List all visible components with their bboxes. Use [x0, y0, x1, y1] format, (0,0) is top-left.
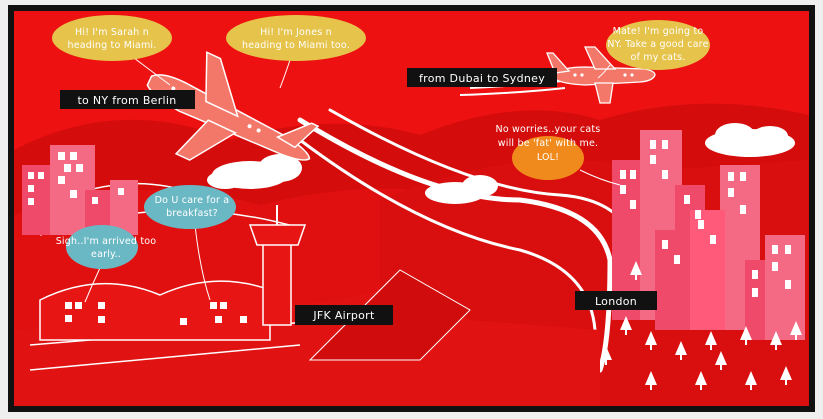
- trees: [600, 261, 802, 390]
- speech-bubble-worries: No worries..your cats will be 'fat' with…: [496, 124, 621, 186]
- bubble-text: will be 'fat' with me.: [498, 138, 598, 149]
- tree-icon: [790, 321, 802, 340]
- airplane-icon: [546, 46, 656, 104]
- bubble-text: Hi! I'm Jones n: [260, 27, 332, 38]
- tree-icon: [630, 261, 642, 280]
- terminal-building: [39, 280, 271, 341]
- building: [655, 230, 695, 330]
- bubble-text: Mate! I'm going to: [613, 26, 704, 37]
- tree-icon: [600, 346, 612, 365]
- label-airport: JFK Airport: [295, 305, 393, 325]
- bubble-text: heading to Miami too.: [242, 40, 350, 51]
- bubble-text: heading to Miami.: [68, 40, 157, 51]
- speech-bubble-jones: Hi! I'm Jones n heading to Miami too.: [226, 15, 366, 89]
- bubble-text: of my cats.: [630, 52, 685, 63]
- bubble-text: LOL!: [537, 152, 559, 163]
- bubble-text: Do U care for a: [155, 195, 230, 206]
- bubble-text: Sigh..I'm arrived too: [56, 236, 157, 247]
- tree-icon: [675, 341, 687, 360]
- building: [690, 210, 725, 330]
- bubble-text: early..: [91, 249, 121, 260]
- control-tower-icon: [248, 205, 307, 326]
- tree-icon: [645, 371, 657, 390]
- label-text: to NY from Berlin: [77, 94, 176, 107]
- tree-icon: [620, 316, 632, 335]
- right-city: [612, 130, 805, 340]
- cloud-icon: [207, 154, 302, 189]
- tree-icon: [745, 371, 757, 390]
- bubble-text: breakfast?: [166, 208, 218, 219]
- left-city: [22, 145, 138, 235]
- tree-icon: [780, 366, 792, 385]
- bubble-text: Hi! I'm Sarah n: [75, 27, 149, 38]
- speech-bubble-breakfast: Do U care for a breakfast?: [144, 185, 236, 301]
- contrail: [459, 87, 566, 96]
- cloud-icon: [705, 123, 795, 157]
- speech-bubble-mate: Mate! I'm going to NY. Take a good care …: [597, 20, 710, 79]
- bubble-text: NY. Take a good care: [607, 39, 708, 50]
- tree-icon: [715, 351, 727, 370]
- label-text: London: [595, 295, 637, 308]
- label-berlin: to NY from Berlin: [60, 90, 195, 109]
- speech-bubble-sarah: Hi! I'm Sarah n heading to Miami.: [52, 15, 172, 86]
- tree-icon: [705, 331, 717, 350]
- tree-icon: [740, 326, 752, 345]
- tree-icon: [770, 331, 782, 350]
- label-text: from Dubai to Sydney: [419, 72, 545, 85]
- label-text: JFK Airport: [312, 309, 375, 322]
- bubble-text: No worries..your cats: [496, 124, 601, 135]
- contrail: [297, 117, 613, 373]
- tree-icon: [645, 331, 657, 350]
- label-london: London: [575, 291, 657, 310]
- speech-bubble-sigh: Sigh..I'm arrived too early..: [56, 225, 157, 303]
- tree-icon: [695, 371, 707, 390]
- label-dubai: from Dubai to Sydney: [407, 68, 557, 87]
